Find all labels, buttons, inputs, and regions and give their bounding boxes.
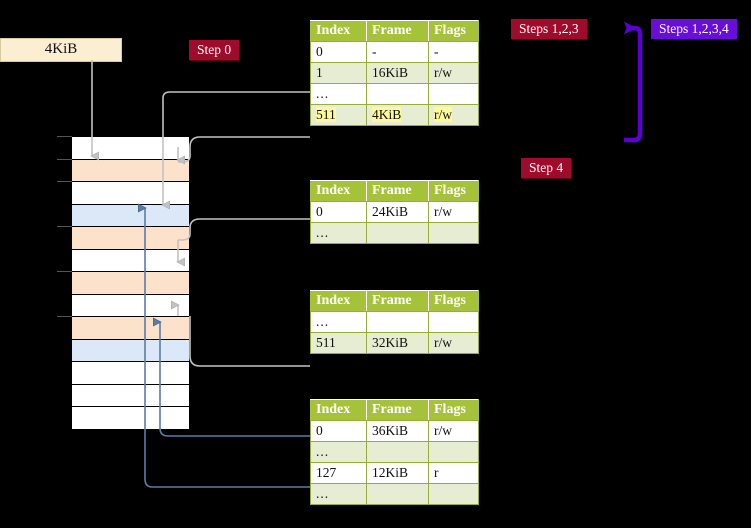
memory-frame-tick: [57, 181, 72, 182]
cell-index: 0: [310, 41, 367, 63]
memory-frame-row: [71, 316, 190, 340]
memory-frame-row: [71, 203, 190, 227]
column-header-flags: Flags: [428, 399, 479, 421]
column-header-index: Index: [310, 180, 367, 202]
table-row: ...: [310, 222, 479, 244]
badge-steps-1234: Steps 1,2,3,4: [651, 19, 737, 39]
memory-frame-row: [71, 406, 190, 430]
memory-frame-tick: [57, 226, 72, 227]
cell-frame: 24KiB: [366, 201, 429, 223]
cell-flags: [428, 83, 479, 105]
column-header-index: Index: [310, 290, 367, 312]
badge-step-0: Step 0: [189, 40, 240, 60]
memory-size-label: 4KiB: [0, 38, 122, 62]
memory-frame-row: [71, 158, 190, 182]
column-header-index: Index: [310, 399, 367, 421]
cell-frame: [366, 222, 429, 244]
cell-flags: [428, 222, 479, 244]
cell-frame: [366, 311, 429, 333]
cell-flags: -: [428, 41, 479, 63]
cell-index: 0: [310, 420, 367, 442]
memory-frame-row: [71, 181, 190, 205]
memory-frame-row: [71, 136, 190, 160]
cell-index: ...: [310, 483, 367, 505]
badge-step-4: Step 4: [521, 158, 572, 178]
cell-index: ...: [310, 222, 367, 244]
cell-frame: 16KiB: [366, 62, 429, 84]
memory-frame-row: [71, 226, 190, 250]
memory-frame-tick: [57, 158, 72, 160]
cell-index: 1: [310, 62, 367, 84]
cell-frame: [366, 441, 429, 463]
column-header-flags: Flags: [428, 20, 479, 42]
column-header-frame: Frame: [366, 290, 429, 312]
cell-flags: r/w: [428, 332, 479, 354]
cell-flags: [428, 483, 479, 505]
cell-flags: r/w: [428, 62, 479, 84]
memory-frame-row: [71, 338, 190, 362]
memory-frame-row: [71, 293, 190, 317]
cell-frame: [366, 83, 429, 105]
cell-frame: 12KiB: [366, 462, 429, 484]
arrow-l1-row-down: [162, 91, 310, 99]
table-row: ...: [310, 441, 479, 463]
memory-frame-row: [71, 361, 190, 385]
column-header-frame: Frame: [366, 399, 429, 421]
purple-bracket-arrow: [624, 21, 643, 143]
column-header-flags: Flags: [428, 180, 479, 202]
cell-frame: -: [366, 41, 429, 63]
memory-frame-row: [71, 271, 190, 295]
arrow-l3-511-to-memory: [189, 316, 310, 367]
table-row: ...: [310, 83, 479, 105]
physical-memory-column: [57, 136, 190, 430]
cell-frame: 32KiB: [366, 332, 429, 354]
arrow-l1-511-to-memory: [189, 136, 310, 152]
cell-index: ...: [310, 311, 367, 333]
column-header-frame: Frame: [366, 180, 429, 202]
cell-index: 127: [310, 462, 367, 484]
cell-flags: r: [428, 462, 479, 484]
arrow-l2-0-to-memory: [189, 218, 310, 234]
table-row: ...: [310, 483, 479, 505]
memory-frame-tick: [57, 271, 72, 272]
memory-frame-row: [71, 248, 190, 272]
column-header-index: Index: [310, 20, 367, 42]
memory-frame-tick: [57, 316, 72, 317]
cell-frame: 36KiB: [366, 420, 429, 442]
cell-flags: [428, 441, 479, 463]
cell-flags: [428, 311, 479, 333]
cell-frame: [366, 483, 429, 505]
table-row: 0--: [310, 41, 479, 63]
column-header-flags: Flags: [428, 290, 479, 312]
cell-frame: 4KiB: [366, 104, 429, 126]
cell-index: 0: [310, 201, 367, 223]
cell-index: 511: [310, 104, 367, 126]
column-header-frame: Frame: [366, 20, 429, 42]
cell-flags: r/w: [428, 104, 479, 126]
cell-index: 511: [310, 332, 367, 354]
table-row: ...: [310, 311, 479, 333]
cell-index: ...: [310, 83, 367, 105]
cell-index: ...: [310, 441, 367, 463]
badge-steps-123: Steps 1,2,3: [511, 19, 587, 39]
memory-frame-tick: [57, 136, 72, 137]
memory-frame-row: [71, 383, 190, 407]
cell-flags: r/w: [428, 420, 479, 442]
cell-flags: r/w: [428, 201, 479, 223]
